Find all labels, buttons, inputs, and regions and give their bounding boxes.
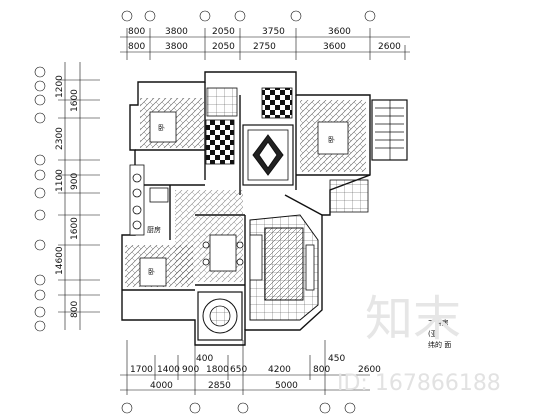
round-feature	[197, 291, 243, 341]
bottom-extra-0: 400	[196, 354, 213, 364]
bottom-dimension-lines	[120, 340, 370, 395]
top-dim-1-3: 3750	[262, 27, 285, 37]
top-dim-2-4: 3600	[323, 42, 346, 52]
utility-room	[329, 179, 369, 213]
bottom-dim-2-0: 4000	[150, 381, 173, 391]
dining-table	[202, 234, 244, 272]
sofa	[249, 234, 263, 281]
bottom-dim-1-7: 2600	[358, 365, 381, 375]
bed-3	[317, 121, 349, 155]
top-dim-1-1: 3800	[165, 27, 188, 37]
stairs	[371, 99, 408, 161]
left-axis-markers	[34, 66, 46, 332]
top-dimension-lines	[120, 28, 410, 60]
top-dim-1-0: 800	[128, 27, 145, 37]
bottom-axis-markers	[121, 402, 356, 414]
room-label-3: 厨房	[147, 225, 161, 234]
bed-2	[139, 257, 167, 287]
top-dim-2-1: 3800	[165, 42, 188, 52]
bottom-dim-2-2: 5000	[275, 381, 298, 391]
top-dim-2-2: 2050	[212, 42, 235, 52]
bottom-dim-1-0: 1700	[130, 365, 153, 375]
bottom-dim-1-4: 650	[230, 365, 247, 375]
ornate-entry	[242, 124, 294, 186]
bottom-dim-2-1: 2850	[208, 381, 231, 391]
legend-line-2: 纬的 面	[428, 340, 451, 349]
legend-line-1: (亚	[428, 330, 438, 338]
living-rug	[264, 227, 304, 301]
room-label-1: 卧	[148, 268, 155, 276]
room-label-2: 卧	[328, 136, 335, 144]
left-dim-5: 14600	[55, 246, 65, 275]
left-dimension-lines	[58, 62, 100, 330]
bathroom-check-2	[261, 87, 293, 119]
left-dim-2: 1600	[70, 89, 80, 112]
left-dim-3: 900	[70, 173, 80, 190]
bottom-dim-1-5: 4200	[268, 365, 291, 375]
bottom-extra-1: 450	[328, 354, 345, 364]
floor-plan-walls	[121, 71, 371, 346]
left-dim-7: 800	[70, 301, 80, 318]
bottom-dim-1-1: 1400	[157, 365, 180, 375]
bed-1	[149, 111, 177, 143]
top-dim-1-2: 2050	[212, 27, 235, 37]
left-dim-0: 1200	[55, 75, 65, 98]
kitchen-top	[206, 87, 238, 117]
bottom-dim-1-6: 800	[313, 365, 330, 375]
watermark-id: ID: 167866188	[337, 371, 501, 396]
legend-line-0: 7 讲房	[428, 318, 449, 327]
top-dim-2-0: 800	[128, 42, 145, 52]
room-label-0: 卧	[158, 124, 165, 132]
left-dim-6: 1600	[70, 217, 80, 240]
kitchen-left	[129, 164, 169, 236]
top-dim-2-3: 2750	[253, 42, 276, 52]
top-dim-1-4: 3600	[328, 27, 351, 37]
bathroom-check-1	[205, 119, 235, 165]
bottom-dim-1-3: 1800	[206, 365, 229, 375]
bottom-dim-1-2: 900	[182, 365, 199, 375]
left-dim-1: 2300	[55, 127, 65, 150]
left-dim-4: 1100	[55, 169, 65, 192]
watermark-logo: 知末	[365, 291, 461, 347]
tv-cabinet	[305, 244, 315, 291]
top-dim-2-5: 2600	[378, 42, 401, 52]
top-axis-markers	[121, 10, 376, 22]
